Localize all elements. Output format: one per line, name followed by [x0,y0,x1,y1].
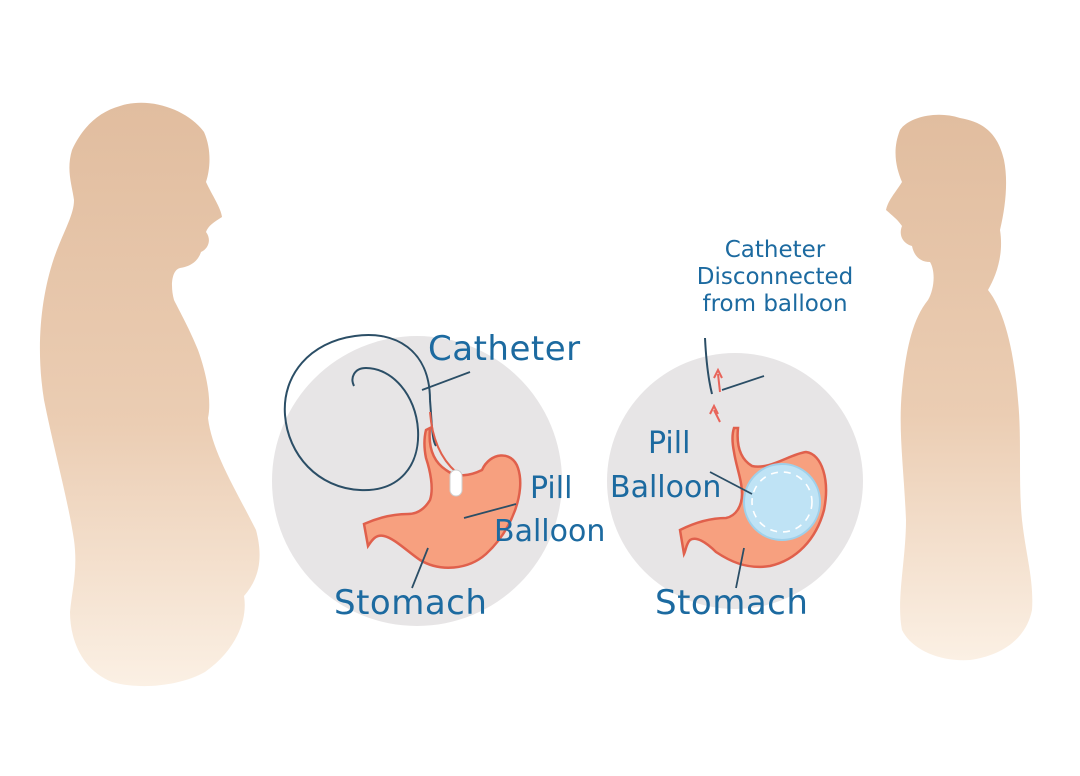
left-leader-lines [411,371,517,589]
from-balloon-line: from balloon [702,291,848,318]
balloon-dashed-outline [751,471,813,533]
left-balloon-label: Balloon [494,514,606,549]
left-pill-label: Pill [530,471,573,506]
right-stomach-label: Stomach [655,583,809,623]
disconnected-line: Disconnected [696,264,854,291]
left-stomach-circle [272,336,562,626]
disconnected-catheter [704,337,713,395]
right-balloon-label: Balloon [610,470,722,505]
pill-balloon-capsule [449,469,463,497]
withdraw-arrows [709,367,723,423]
left-stomach-label: Stomach [334,583,488,623]
left-stomach-shape [362,425,522,569]
catheter-line: Catheter [724,237,826,263]
left-catheter-label: Catheter [428,329,581,369]
right-leader-lines [709,375,765,589]
left-catheter-tube [429,411,457,473]
right-pill-label: Pill [648,426,691,461]
slim-person-silhouette-icon [886,114,1033,661]
disconnected-catheter-label: Catheter Disconnected from balloon [685,237,865,318]
inflated-balloon [743,463,821,541]
pregnant-woman-silhouette-icon [39,102,260,687]
